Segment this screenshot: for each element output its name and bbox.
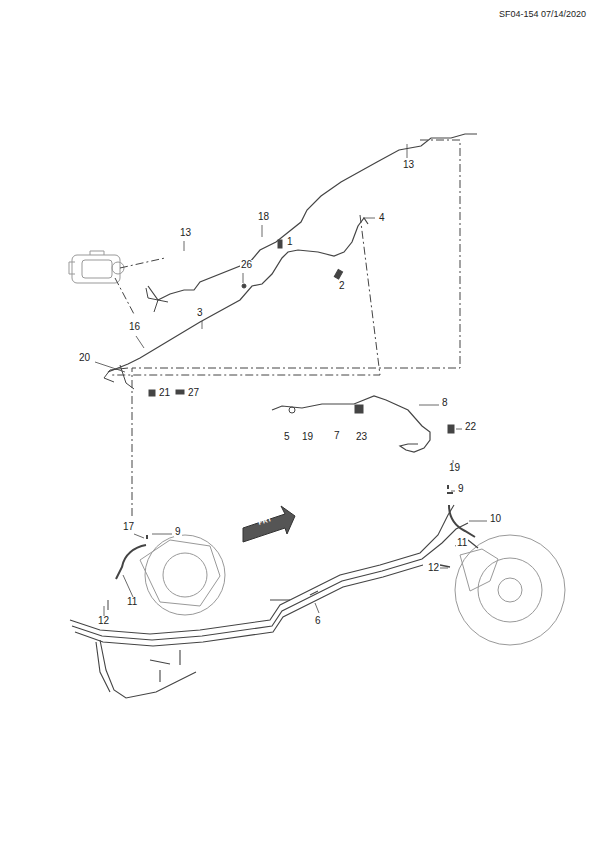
callout-number: 27 (187, 388, 200, 398)
callout-number: 20 (78, 353, 91, 363)
clip (176, 390, 184, 394)
master-cylinder (69, 251, 124, 283)
brake-tube (146, 288, 168, 312)
brake-tube (104, 365, 134, 389)
callout-number: 11 (456, 538, 468, 548)
leader-line (95, 144, 487, 616)
callout-number: 6 (314, 616, 322, 626)
callout-number: 19 (448, 463, 461, 473)
callout-number: 4 (378, 213, 386, 223)
callout-number: 5 (283, 432, 291, 442)
brake-hose (447, 485, 475, 537)
front-brake-assembly (140, 535, 225, 615)
rear-brake-rotor (455, 535, 565, 645)
brake-tube (272, 396, 430, 452)
callout-number: 17 (122, 522, 135, 532)
callout-number: 3 (196, 308, 204, 318)
front-arrow (243, 506, 295, 542)
callout-number: 19 (301, 432, 314, 442)
brake-tube-bundle (70, 505, 468, 698)
callout-number: 21 (158, 388, 171, 398)
dashed-link (132, 140, 460, 518)
callout-number: 12 (427, 563, 440, 573)
callout-number: 11 (126, 597, 138, 607)
callout-number: 26 (240, 260, 253, 270)
brake-tube (108, 218, 368, 372)
callout-number: 18 (257, 212, 270, 222)
clip (278, 240, 282, 248)
callout-number: 13 (402, 160, 415, 170)
callout-number: 12 (97, 616, 110, 626)
brake-tube (148, 134, 477, 300)
brake-hose (116, 535, 147, 579)
clip (149, 390, 155, 396)
callout-number: 7 (333, 431, 341, 441)
callout-number: 16 (128, 322, 141, 332)
callout-number: 23 (355, 432, 368, 442)
callout-number: 9 (174, 527, 182, 537)
callout-number: 9 (457, 484, 465, 494)
callout-number: 22 (464, 422, 477, 432)
callout-number: 10 (489, 514, 502, 524)
dashed-link (110, 215, 380, 375)
clip (334, 270, 342, 279)
callout-number: 1 (286, 237, 294, 247)
drawing-code: SF04-154 07/14/2020 (498, 10, 587, 19)
callout-number: 2 (338, 281, 346, 291)
callout-number: 13 (179, 228, 192, 238)
callout-number: 8 (441, 398, 449, 408)
